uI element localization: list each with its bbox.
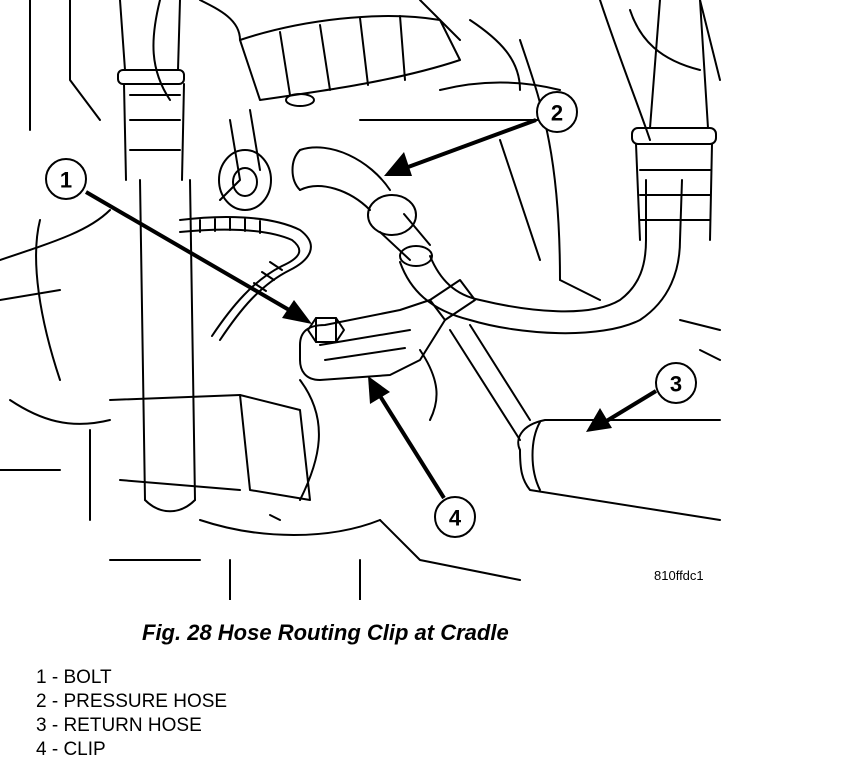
legend-item-clip: 4 - CLIP: [36, 739, 106, 760]
return-hose: [449, 324, 721, 521]
callout-4-arrow: [368, 376, 446, 500]
hose-routing-clip-illustration: 1 2 3 4: [0, 0, 721, 600]
callout-2-number: 2: [551, 101, 563, 126]
callout-1-arrow: [84, 190, 312, 324]
image-reference-code: 810ffdc1: [654, 568, 704, 583]
callout-1-circle: [45, 158, 87, 200]
legend-item-bolt: 1 - BOLT: [36, 667, 112, 688]
callout-4-circle: [434, 496, 476, 538]
legend-list: 1 - BOLT 2 - PRESSURE HOSE 3 - RETURN HO…: [36, 666, 227, 762]
legend-item-pressure-hose: 2 - PRESSURE HOSE: [36, 691, 228, 712]
harness-grommet: [218, 149, 272, 211]
callout-4-number: 4: [449, 506, 462, 531]
callout-3-arrow: [586, 389, 658, 432]
callout-3-number: 3: [670, 372, 682, 397]
bolt: [307, 317, 345, 343]
cradle-background-lines: [0, 0, 721, 600]
hose-clip: [299, 279, 476, 381]
legend-item-return-hose: 3 - RETURN HOSE: [36, 715, 202, 736]
callout-3-circle: [655, 362, 697, 404]
figure-caption: Fig. 28 Hose Routing Clip at Cradle: [142, 620, 509, 645]
lower-bracket: [109, 394, 311, 521]
callout-2-circle: [536, 91, 578, 133]
vertical-left-hose: [117, 0, 196, 513]
pressure-hose: [291, 0, 717, 335]
callout-2-arrow: [384, 118, 537, 176]
callout-1-number: 1: [60, 168, 72, 193]
steering-gear-boot: [199, 0, 521, 107]
wiring-harness: [179, 109, 312, 341]
